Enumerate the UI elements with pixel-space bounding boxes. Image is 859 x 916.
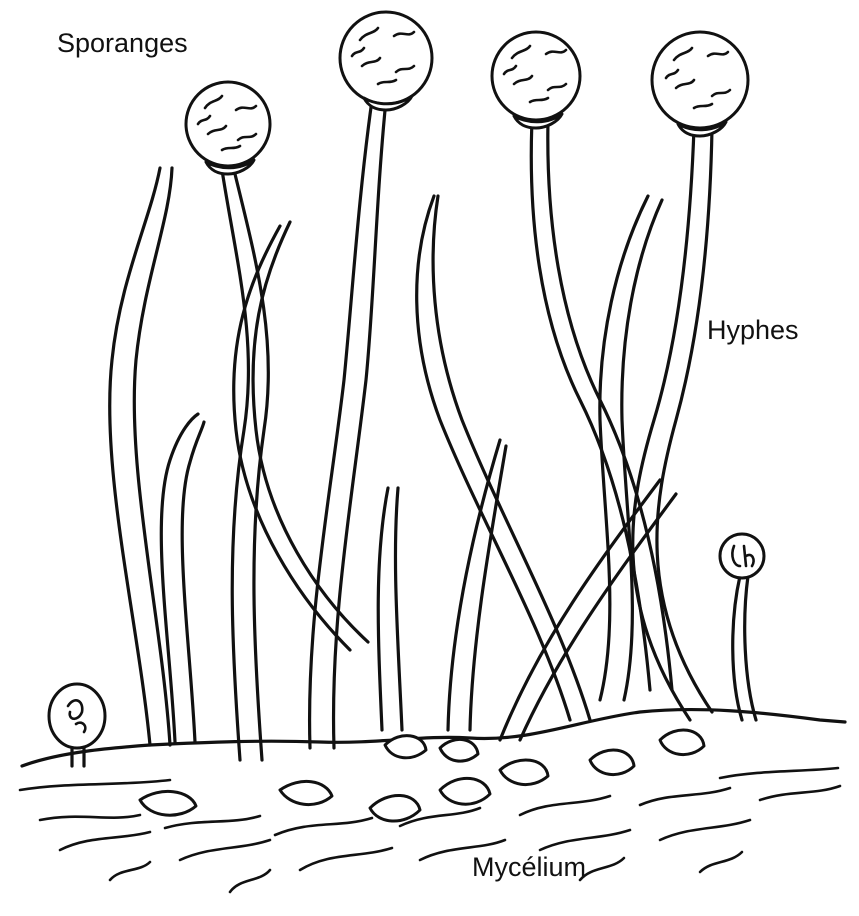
substrate-surface	[20, 710, 845, 790]
young-sporangium-right	[720, 534, 764, 578]
label-mycelium: Mycélium	[472, 852, 586, 883]
sporange-2	[340, 12, 432, 110]
sporange-4	[652, 32, 748, 136]
mycelium-network	[40, 730, 840, 892]
label-sporanges: Sporanges	[57, 28, 188, 59]
sporange-3	[492, 32, 580, 128]
label-hyphes: Hyphes	[707, 315, 799, 346]
sporange-1	[186, 82, 270, 174]
young-sporangium-left	[49, 684, 105, 748]
hyphae	[72, 100, 756, 766]
